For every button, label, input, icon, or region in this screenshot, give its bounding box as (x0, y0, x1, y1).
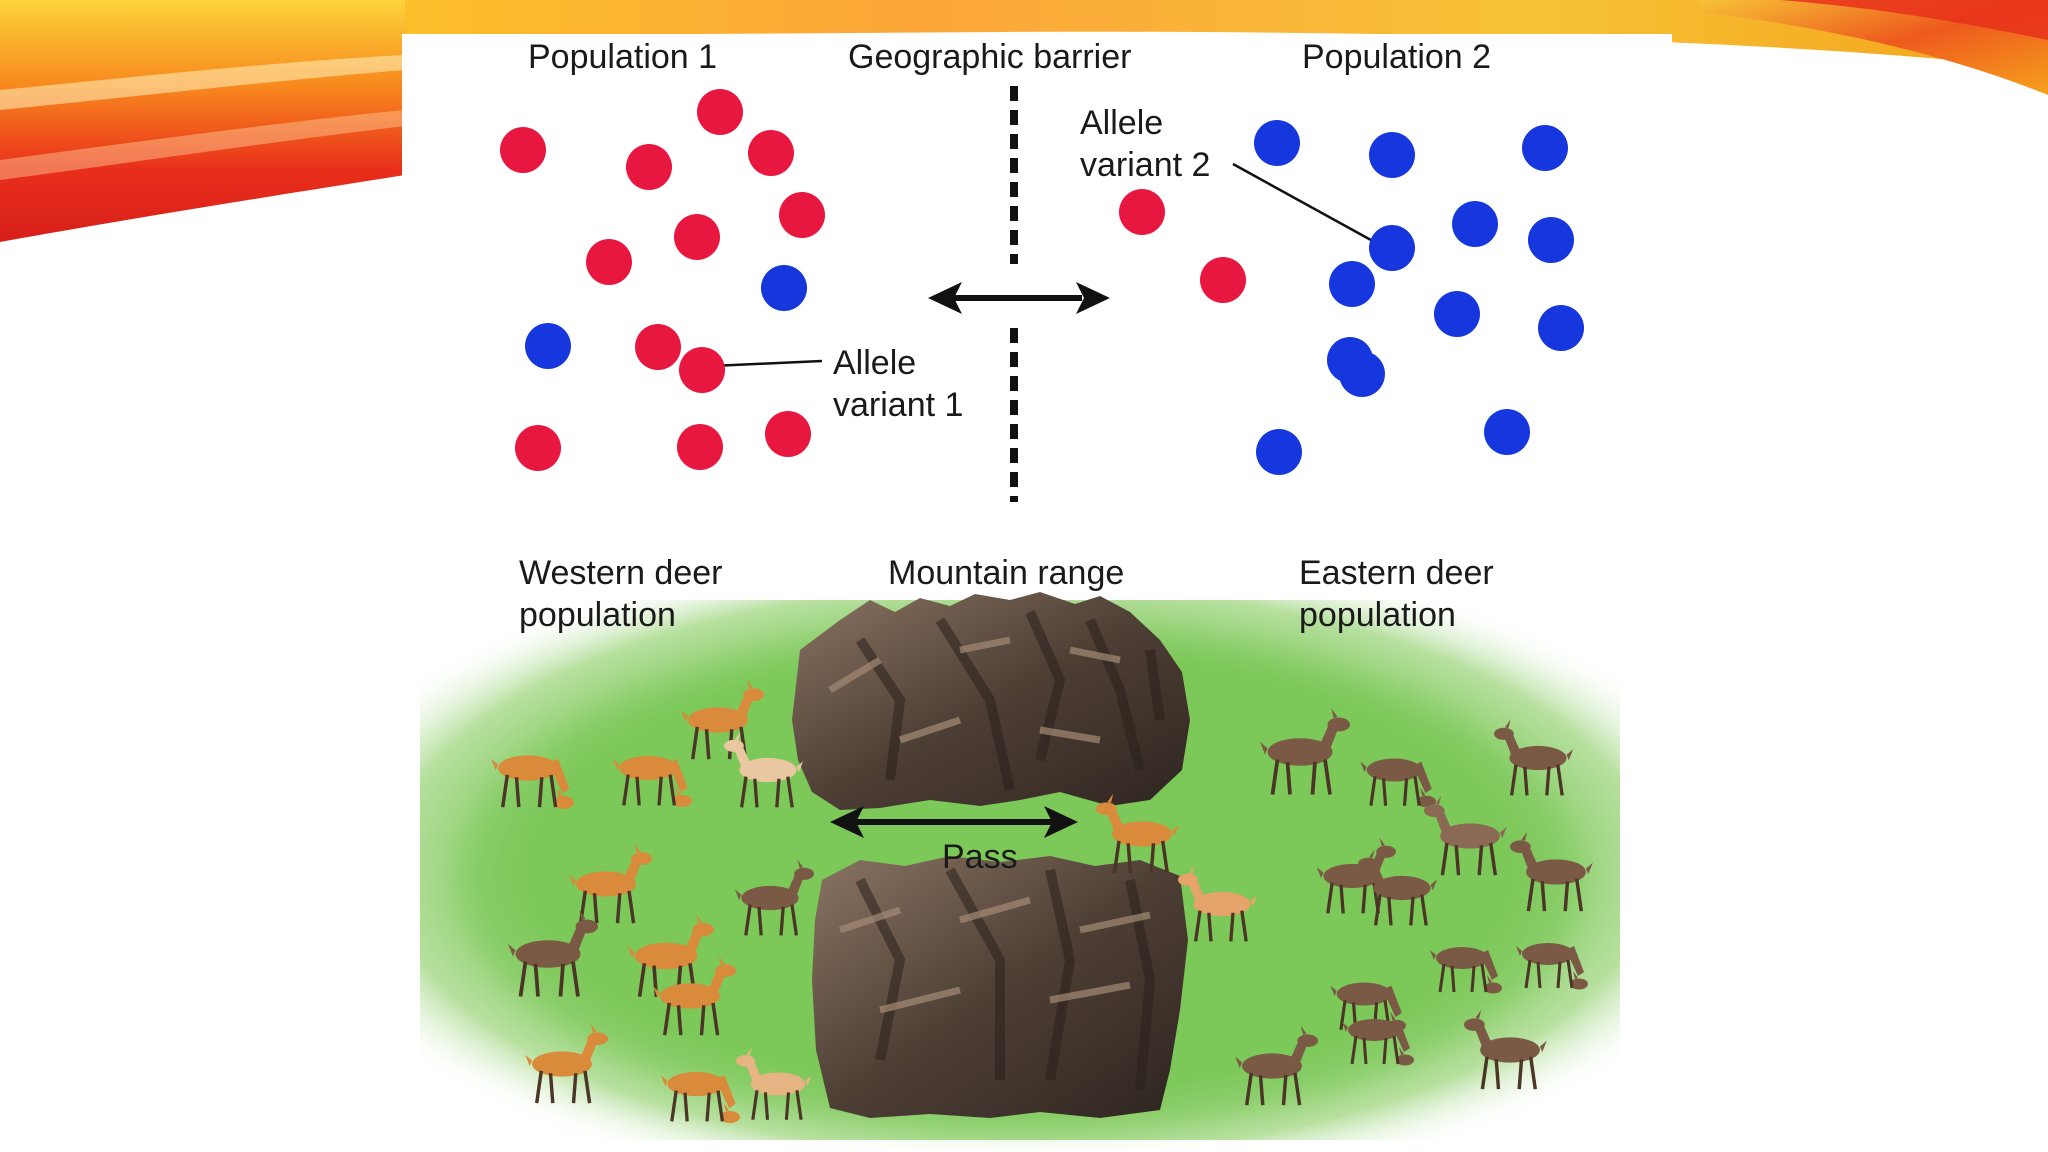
allele-variant-1-dot (515, 425, 561, 471)
deer-icon (569, 843, 652, 924)
deer-icon (491, 755, 574, 809)
deer-icon (1424, 795, 1507, 876)
allele-variant-1-dot (586, 239, 632, 285)
mountain-range (792, 592, 1190, 1118)
slide-banner (0, 0, 2048, 242)
allele-variant-2-dot (1369, 132, 1415, 178)
allele-variant-2-dot (761, 265, 807, 311)
deer-icon (1516, 943, 1588, 990)
deer-icon (1464, 1009, 1547, 1090)
deer-icon (724, 731, 804, 808)
allele-variant-2-dot (1329, 261, 1375, 307)
allele-variant-2-dot (1522, 125, 1568, 171)
deer-icon (681, 679, 764, 760)
allele-variant-2-dot (1327, 337, 1373, 383)
leader-line-allele-2 (1232, 162, 1381, 247)
deer-icon (1494, 719, 1574, 796)
double-arrow-icon (830, 806, 1078, 838)
banner-right-swoosh (1700, 0, 2048, 95)
allele-dots (500, 89, 1584, 475)
banner-top-stripe (0, 0, 2048, 70)
allele-variant-1-dot (1200, 257, 1246, 303)
allele-variant-2-label: Allele variant 2 (1080, 104, 1211, 184)
allele-variant-1-dot (1119, 189, 1165, 235)
allele-variant-1-dot (765, 411, 811, 457)
pass-label: Pass (942, 838, 1018, 876)
allele-variant-1-label: Allele variant 1 (833, 344, 964, 424)
geographic-barrier-label: Geographic barrier (848, 38, 1132, 76)
allele-variant-2-dot (1434, 291, 1480, 337)
deer-icon (1260, 708, 1350, 795)
allele-variant-2-dot (1538, 305, 1584, 351)
deer-herd (491, 679, 1593, 1124)
allele-variant-1-dot (677, 424, 723, 470)
deer-icon (1178, 865, 1258, 942)
deer-icon (508, 910, 598, 997)
allele-variant-1-dot (626, 144, 672, 190)
deer-icon (1510, 831, 1593, 912)
allele-variant-2-dot (1528, 217, 1574, 263)
allele-variant-1-dot (500, 127, 546, 173)
deer-icon (525, 1023, 608, 1104)
leader-line-allele-1 (711, 359, 823, 368)
western-deer-label: Western deer population (519, 554, 723, 634)
deer-icon (660, 1071, 740, 1124)
allele-variant-1-dot (679, 347, 725, 393)
deer-icon (612, 755, 692, 808)
deer-icon (1096, 793, 1179, 874)
allele-variant-1-dot (779, 192, 825, 238)
banner-left-swoosh (0, 0, 405, 242)
deer-icon (1342, 1019, 1414, 1066)
allele-variant-2-dot (1452, 201, 1498, 247)
mountain-range-label: Mountain range (888, 554, 1125, 592)
allele-variant-2-dot (1256, 429, 1302, 475)
deer-icon (653, 955, 736, 1036)
allele-variant-2-dot (1484, 409, 1530, 455)
allele-variant-1-dot (748, 130, 794, 176)
allele-variant-2-dot (525, 323, 571, 369)
double-arrow-icon (928, 282, 1110, 314)
population-2-label: Population 2 (1302, 38, 1492, 76)
deer-icon (1360, 758, 1436, 808)
population-1-label: Population 1 (528, 38, 718, 76)
allele-variant-1-dot (674, 214, 720, 260)
deer-icon (1430, 947, 1502, 994)
allele-variant-2-dot (1369, 225, 1415, 271)
deer-icon (734, 859, 814, 936)
deer-icon (1358, 849, 1438, 926)
deer-icon (736, 1047, 812, 1120)
eastern-deer-label: Eastern deer population (1299, 554, 1494, 634)
allele-variant-1-dot (635, 324, 681, 370)
allele-variant-2-dot (1254, 120, 1300, 166)
allele-variant-1-dot (697, 89, 743, 135)
deer-icon (1235, 1025, 1318, 1106)
deer-icon (627, 914, 714, 998)
